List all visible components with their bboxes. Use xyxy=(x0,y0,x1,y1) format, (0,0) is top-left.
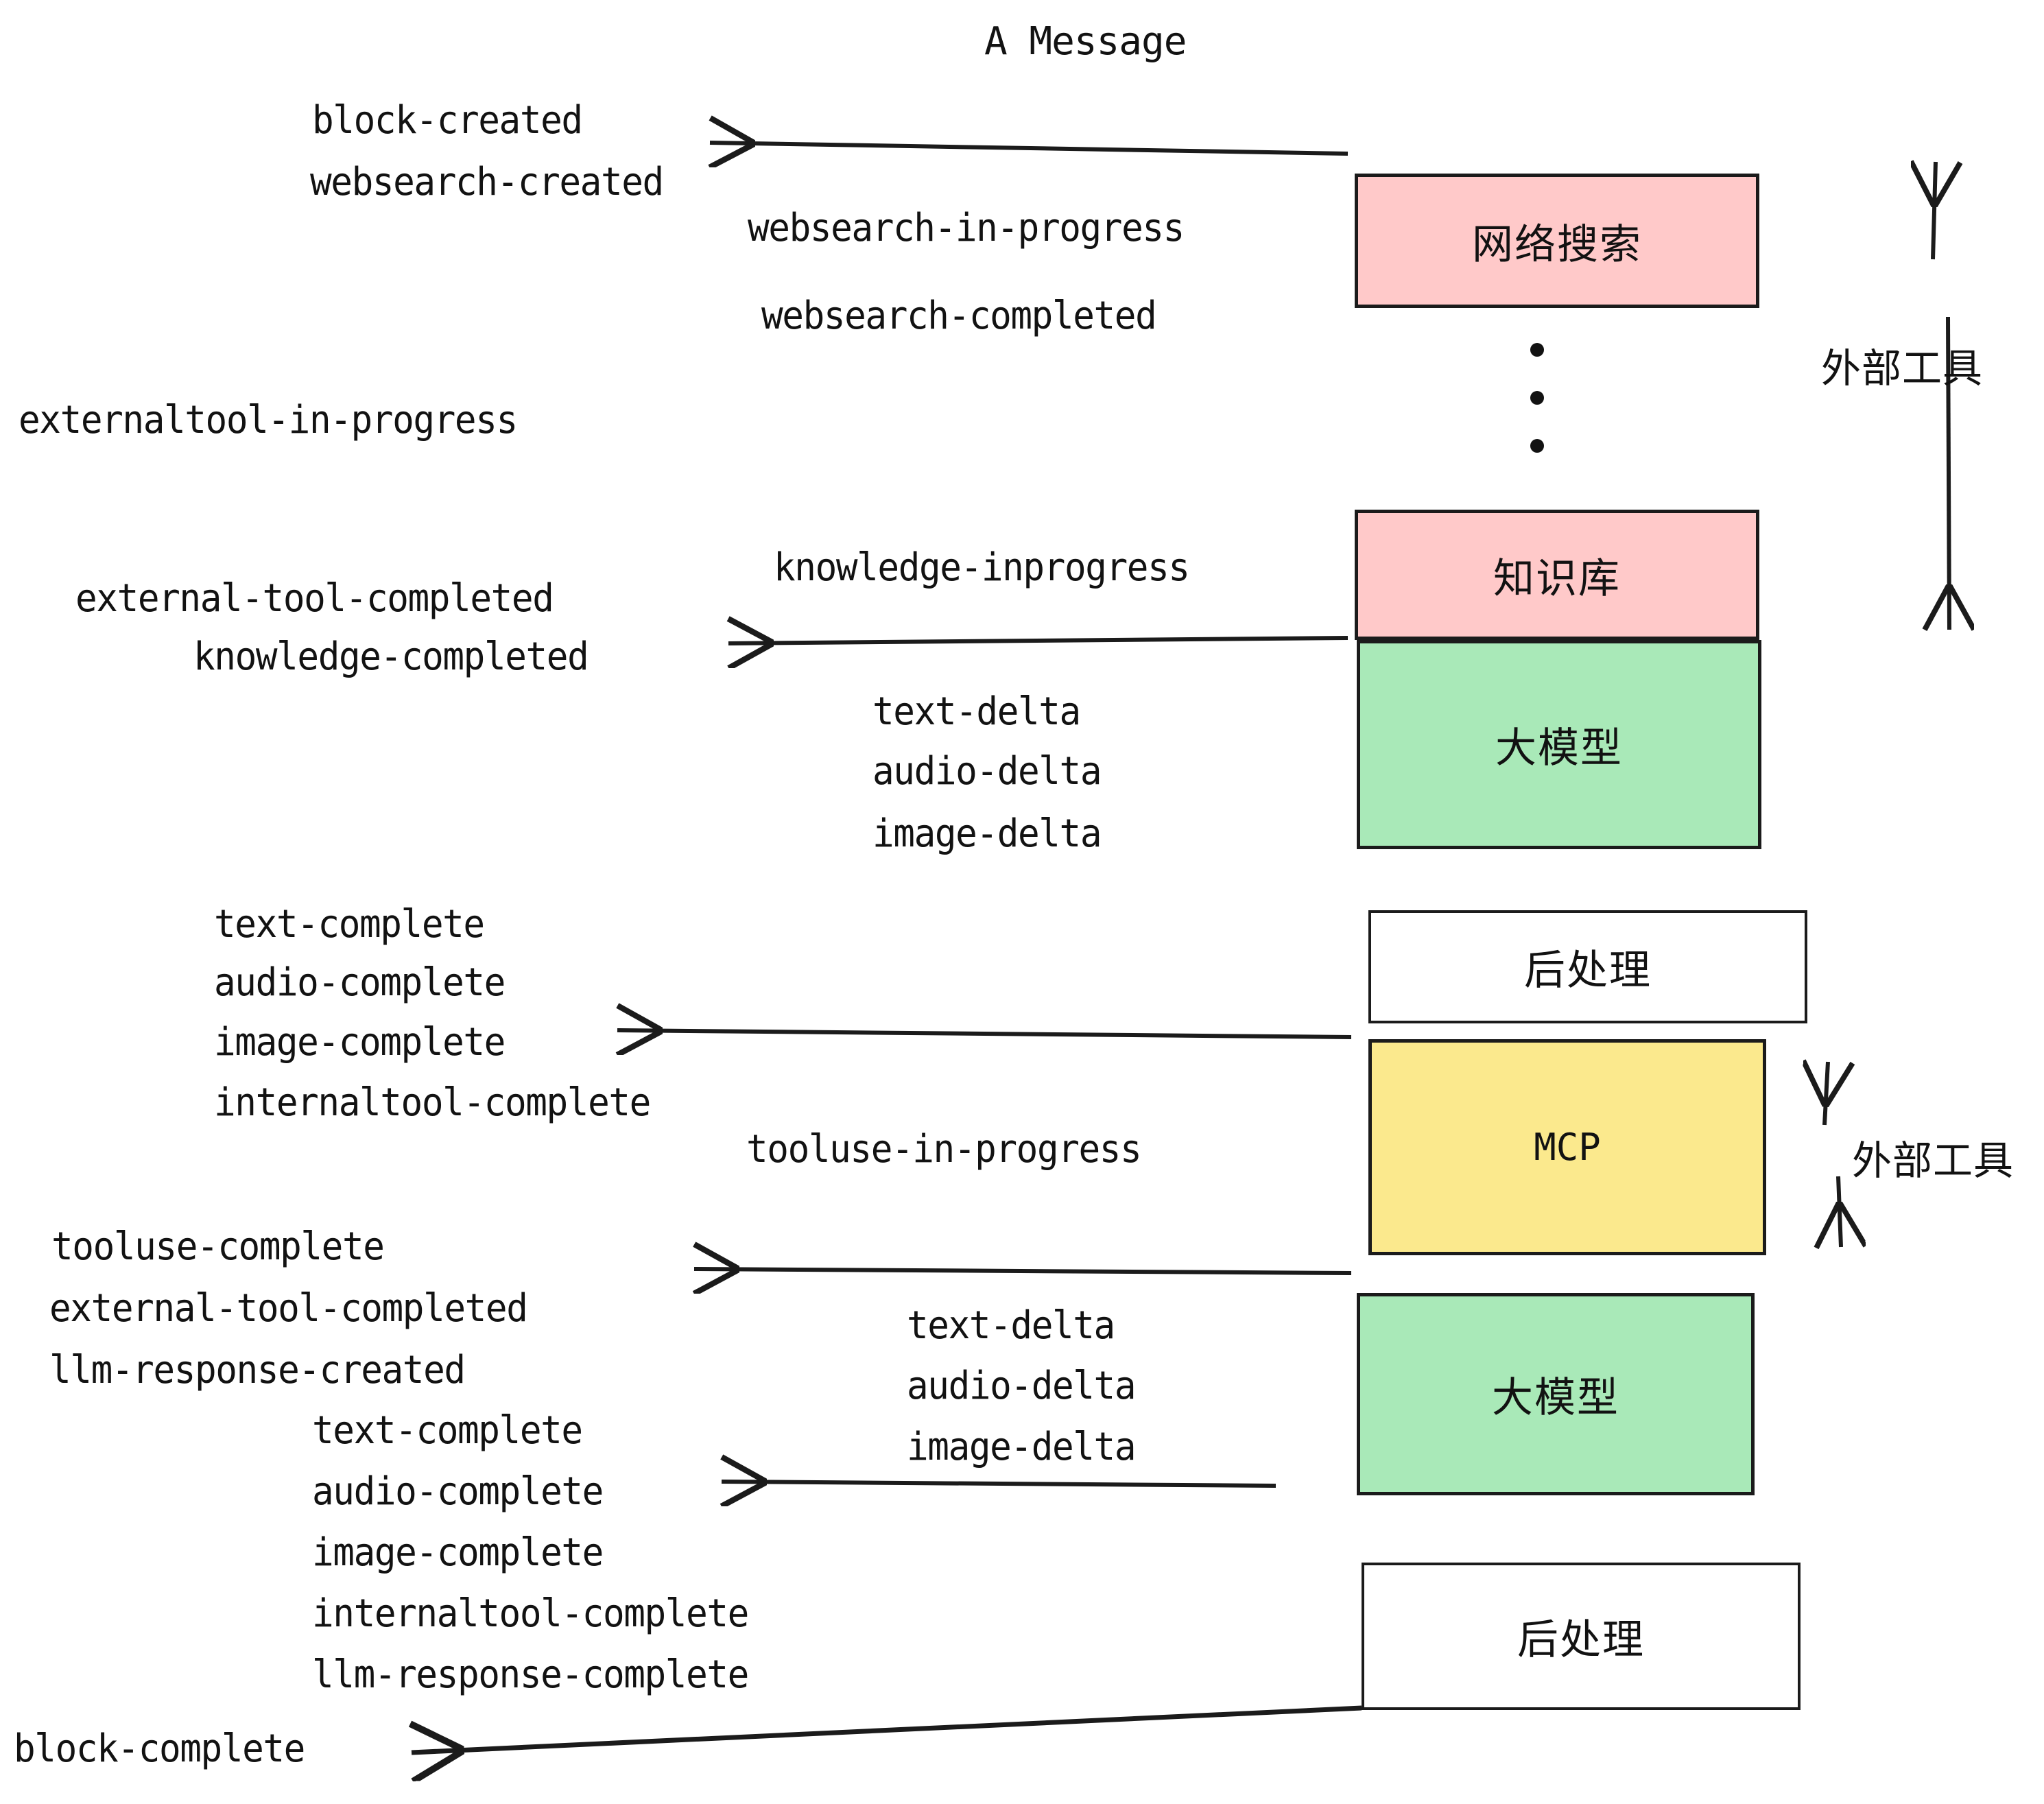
node-mcp-label: MCP xyxy=(1534,1126,1601,1169)
event-text-delta-2: text-delta xyxy=(907,1303,1115,1348)
node-websearch[interactable]: 网络搜索 xyxy=(1355,174,1759,308)
event-image-complete-2: image-complete xyxy=(312,1530,604,1575)
node-postprocess-1-label: 后处理 xyxy=(1524,947,1652,995)
node-knowledge[interactable]: 知识库 xyxy=(1355,510,1759,640)
node-mcp[interactable]: MCP xyxy=(1368,1039,1766,1255)
dot-2 xyxy=(1530,391,1544,405)
node-websearch-label: 网络搜索 xyxy=(1472,220,1642,269)
node-postprocess-2-label: 后处理 xyxy=(1517,1616,1645,1664)
node-llm-1-label: 大模型 xyxy=(1495,724,1623,772)
event-internaltool-complete-2: internaltool-complete xyxy=(312,1591,749,1636)
event-knowledge-inprogress: knowledge-inprogress xyxy=(774,545,1190,590)
event-audio-delta-2: audio-delta xyxy=(907,1364,1137,1408)
event-text-complete-1: text-complete xyxy=(214,902,485,947)
event-websearch-in-progress: websearch-in-progress xyxy=(748,206,1185,250)
arrow-external-tool-bottom-up xyxy=(1825,1062,1828,1126)
event-audio-complete-2: audio-complete xyxy=(312,1469,604,1514)
event-tooluse-in-progress: tooluse-in-progress xyxy=(746,1127,1142,1172)
arrow-external-tool-top-up xyxy=(1933,162,1936,260)
event-image-delta-1: image-delta xyxy=(872,811,1102,856)
event-knowledge-completed: knowledge-completed xyxy=(193,634,589,679)
event-text-complete-2: text-complete xyxy=(312,1408,583,1453)
event-image-delta-2: image-delta xyxy=(907,1425,1137,1469)
event-image-complete-1: image-complete xyxy=(214,1020,506,1065)
event-llm-response-created: llm-response-created xyxy=(49,1348,466,1392)
event-internaltool-complete-1: internaltool-complete xyxy=(214,1080,651,1125)
node-postprocess-1[interactable]: 后处理 xyxy=(1368,910,1807,1023)
node-llm-2-label: 大模型 xyxy=(1492,1374,1619,1422)
event-externaltool-in-progress: externaltool-in-progress xyxy=(19,398,518,442)
event-websearch-created: websearch-created xyxy=(310,160,664,204)
arrow-postprocess2-to-blockcomplete xyxy=(412,1705,1362,1753)
dot-1 xyxy=(1530,343,1544,357)
event-audio-complete-1: audio-complete xyxy=(214,960,506,1005)
label-external-tool-bottom: 外部工具 xyxy=(1852,1137,2015,1184)
arrow-knowledge-to-completed xyxy=(728,638,1348,643)
node-knowledge-label: 知识库 xyxy=(1493,554,1621,603)
arrow-mcp-to-toolusecomplete xyxy=(694,1269,1352,1273)
event-text-delta-1: text-delta xyxy=(872,689,1081,734)
event-websearch-completed: websearch-completed xyxy=(761,294,1157,338)
node-llm-1[interactable]: 大模型 xyxy=(1357,640,1761,849)
arrow-websearch-to-blockcreated xyxy=(710,143,1348,154)
arrow-external-tool-bottom-down xyxy=(1838,1176,1841,1247)
label-external-tool-top: 外部工具 xyxy=(1821,345,1984,392)
event-block-complete: block-complete xyxy=(14,1726,305,1771)
arrow-postprocess1-to-imagecomplete xyxy=(617,1030,1352,1037)
arrow-llm2-to-audiocomplete xyxy=(722,1482,1276,1486)
node-postprocess-2[interactable]: 后处理 xyxy=(1362,1563,1801,1710)
event-external-tool-completed-1: external-tool-completed xyxy=(75,576,554,621)
event-tooluse-complete: tooluse-complete xyxy=(51,1224,385,1269)
dot-3 xyxy=(1530,439,1544,453)
diagram-title: A Message xyxy=(984,19,1187,64)
event-block-created: block-created xyxy=(312,98,583,143)
event-audio-delta-1: audio-delta xyxy=(872,749,1102,794)
ellipsis-dots xyxy=(1530,343,1545,453)
event-external-tool-completed-2: external-tool-completed xyxy=(49,1286,528,1331)
node-llm-2[interactable]: 大模型 xyxy=(1357,1293,1755,1495)
event-llm-response-complete: llm-response-complete xyxy=(312,1652,749,1697)
